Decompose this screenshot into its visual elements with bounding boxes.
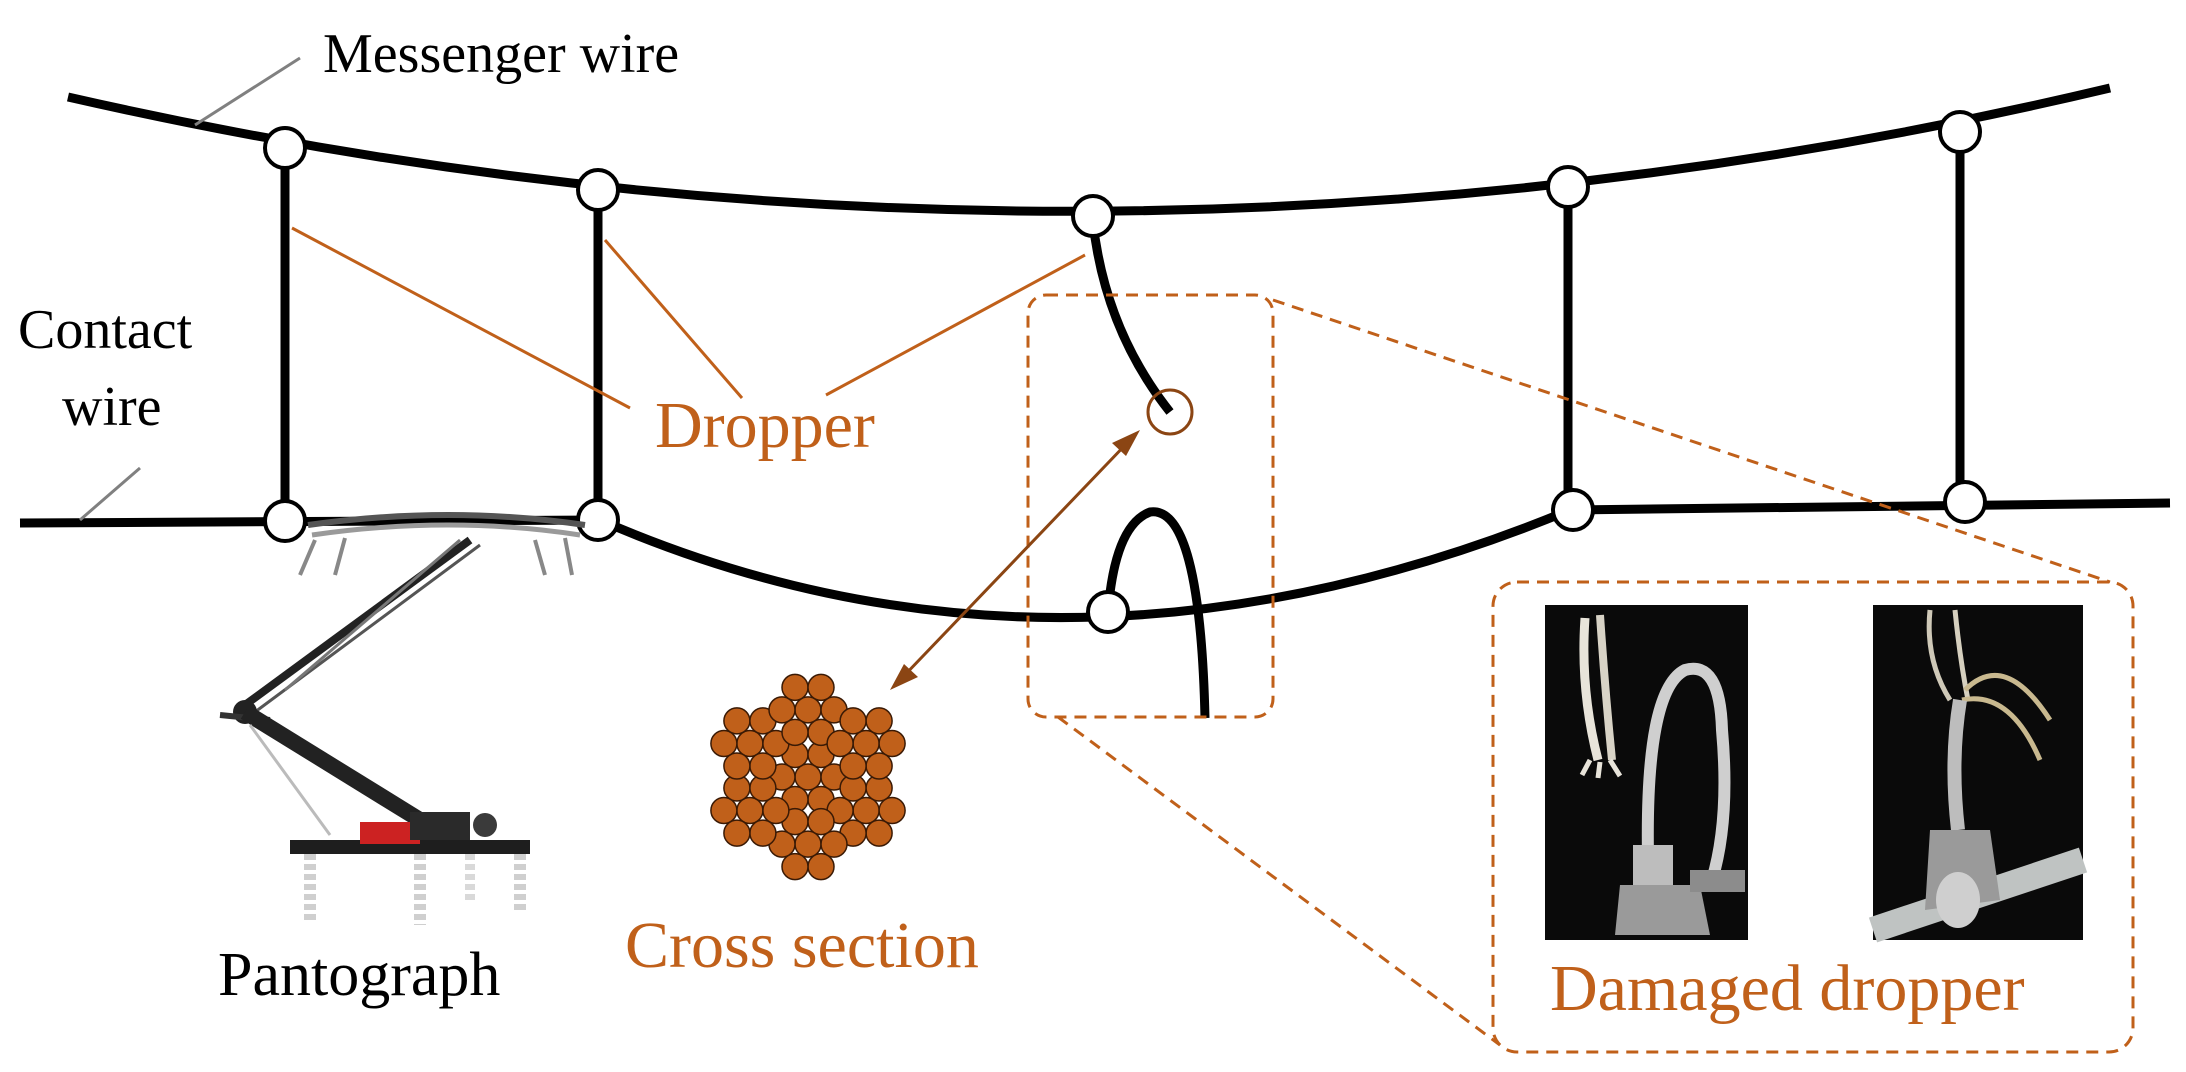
messenger-clamp-2 bbox=[576, 168, 620, 212]
dropper-leader-2 bbox=[603, 239, 744, 399]
strand-1-2 bbox=[865, 819, 893, 847]
strand-3-0 bbox=[736, 796, 764, 825]
contact-wire-left bbox=[19, 515, 601, 528]
messenger-clamp-3 bbox=[1071, 194, 1115, 238]
broken-dropper-lower bbox=[1103, 507, 1210, 719]
contact-wire-label-line1: Contact bbox=[18, 299, 193, 361]
callout-line-bottom bbox=[1057, 715, 1501, 1047]
messenger-clamp-1 bbox=[263, 126, 307, 170]
strand-6-6 bbox=[865, 707, 893, 735]
dropper-leader-3 bbox=[825, 253, 1086, 397]
strand-4-0 bbox=[736, 729, 764, 758]
strand-4-2 bbox=[749, 752, 777, 780]
strand-4-5 bbox=[723, 707, 751, 735]
damaged-dropper-label: Damaged dropper bbox=[1550, 952, 2025, 1025]
strand-6-1 bbox=[878, 729, 906, 758]
strand-1-1 bbox=[878, 796, 906, 825]
messenger-wire-leader bbox=[194, 56, 301, 127]
break-point-marker bbox=[1146, 388, 1194, 436]
strand-3-3 bbox=[723, 819, 751, 847]
strand-5-3 bbox=[781, 718, 809, 747]
strand-6-5 bbox=[839, 707, 867, 735]
strand-3-2 bbox=[749, 819, 777, 847]
messenger-clamp-4 bbox=[1546, 165, 1590, 209]
strand-4-4 bbox=[710, 729, 738, 758]
strand-5-5 bbox=[781, 673, 809, 702]
contact-wire-leader bbox=[79, 466, 141, 522]
messenger-clamp-5 bbox=[1938, 110, 1982, 154]
strand-3-4 bbox=[710, 796, 738, 825]
strand-5-4 bbox=[768, 696, 796, 724]
strand-2-3 bbox=[781, 852, 809, 881]
zoom-region-box bbox=[1026, 293, 1275, 719]
dropper-leader-1 bbox=[291, 226, 631, 410]
strand-2-1 bbox=[820, 830, 848, 858]
damaged-dropper-photo-1 bbox=[1545, 605, 1748, 940]
strand-3-1 bbox=[762, 796, 790, 825]
strand-6-0 bbox=[852, 729, 880, 758]
strand-2-6 bbox=[807, 807, 835, 836]
strand-4-3 bbox=[723, 752, 751, 780]
damaged-dropper-photo-2 bbox=[1868, 605, 2088, 943]
contact-wire-sag bbox=[598, 505, 1572, 623]
strand-5-6 bbox=[807, 673, 835, 702]
contact-clamp-4 bbox=[1551, 488, 1595, 532]
strand-2-2 bbox=[807, 852, 835, 881]
callout-line-top bbox=[1272, 298, 2111, 584]
strand-1-0 bbox=[852, 796, 880, 825]
cross-section-arrow bbox=[890, 430, 1140, 690]
contact-wire-label-line2: wire bbox=[62, 376, 162, 438]
strand-0-0 bbox=[794, 763, 822, 791]
damaged-dropper-panel bbox=[1491, 580, 2135, 1054]
strand-6-4 bbox=[826, 729, 854, 758]
strand-6-3 bbox=[839, 752, 867, 780]
dropper-label: Dropper bbox=[655, 389, 875, 462]
strand-2-0 bbox=[794, 830, 822, 858]
contact-clamp-5 bbox=[1943, 480, 1987, 524]
pantograph-illustration bbox=[219, 512, 586, 925]
pantograph-label: Pantograph bbox=[218, 941, 500, 1009]
contact-wire-right bbox=[1569, 498, 2171, 515]
messenger-wire bbox=[67, 83, 2112, 216]
contact-clamp-2 bbox=[576, 498, 620, 542]
contact-clamp-3 bbox=[1086, 590, 1130, 634]
messenger-wire-label: Messenger wire bbox=[323, 23, 679, 85]
contact-clamp-1 bbox=[263, 499, 307, 543]
broken-dropper-upper bbox=[1088, 221, 1174, 415]
strand-6-2 bbox=[865, 752, 893, 780]
strand-5-0 bbox=[794, 696, 822, 724]
cross-section-label: Cross section bbox=[625, 909, 979, 982]
cross-section-strands bbox=[710, 673, 906, 881]
